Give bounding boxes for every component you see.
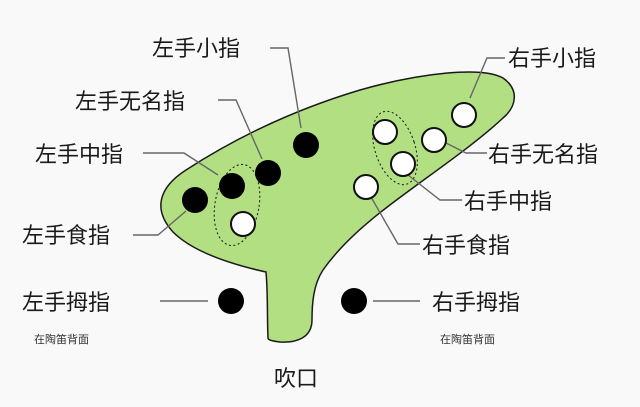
label-right-thumb: 右手拇指 — [432, 291, 520, 316]
right-ring-hole — [421, 127, 447, 153]
left-index-hole — [182, 187, 208, 213]
right-thumb-hole — [341, 288, 367, 314]
leader-right-ring — [445, 142, 487, 154]
leader-right-index — [370, 196, 420, 245]
right-index-hole — [353, 174, 379, 200]
label-left-index: 左手食指 — [22, 224, 110, 249]
left-ring-hole — [255, 160, 281, 186]
right-middle-hole — [390, 151, 416, 177]
label-right-index: 右手食指 — [422, 234, 510, 259]
left-index-sub-hole — [230, 211, 256, 237]
label-left-ring: 左手无名指 — [75, 90, 185, 115]
right-middle-upper-hole — [372, 119, 398, 145]
leader-left-ring — [218, 99, 263, 160]
leader-right-middle — [407, 174, 462, 201]
label-mouthpiece: 吹口 — [274, 367, 318, 392]
leader-left-index — [133, 210, 187, 236]
note-right-thumb: 在陶笛背面 — [440, 332, 495, 346]
right-little-hole — [451, 102, 477, 128]
left-thumb-hole — [218, 288, 244, 314]
leader-left-middle — [143, 152, 219, 176]
left-middle-hole — [219, 173, 245, 199]
label-right-little: 右手小指 — [508, 47, 596, 72]
right-middle-group-outline — [372, 110, 418, 186]
left-little-hole — [293, 132, 319, 158]
leader-left-little — [270, 47, 302, 129]
leader-right-little — [469, 57, 505, 99]
left-index-group-outline — [213, 163, 261, 247]
label-right-middle: 右手中指 — [464, 190, 552, 215]
label-left-little: 左手小指 — [152, 37, 240, 62]
note-left-thumb: 在陶笛背面 — [34, 332, 89, 346]
label-right-ring: 右手无名指 — [488, 143, 598, 168]
label-left-thumb: 左手拇指 — [22, 291, 110, 316]
label-left-middle: 左手中指 — [35, 143, 123, 168]
